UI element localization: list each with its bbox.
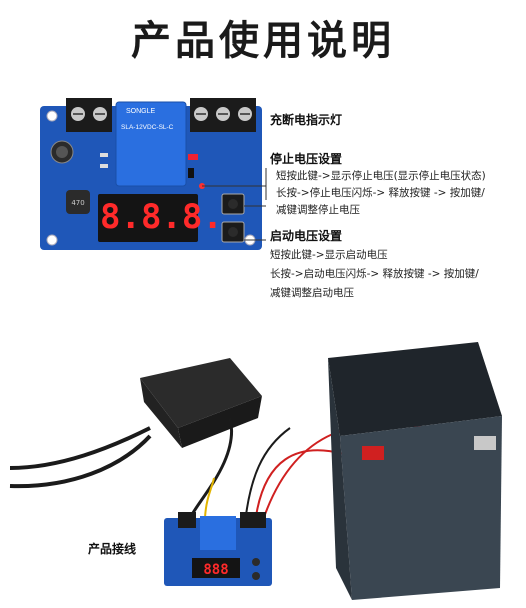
relay-model: SLA-12VDC-SL-C (121, 124, 174, 131)
start-voltage-line-1: 短按此键->显示启动电压 (270, 249, 388, 261)
indicator-label: 充断电指示灯 (270, 113, 343, 127)
svg-text:888: 888 (203, 562, 228, 578)
terminal-block-left (66, 98, 112, 132)
product-photo-top: 470 (40, 98, 262, 250)
start-voltage-line-2: 长按->启动电压闪烁-> 释放按键 -> 按加键/ (270, 268, 479, 280)
relay-brand: SONGLE (126, 108, 156, 115)
start-voltage-title: 启动电压设置 (270, 229, 343, 243)
svg-text:470: 470 (71, 199, 84, 207)
wired-board: 888 (164, 512, 272, 586)
start-voltage-line-3: 减键调整启动电压 (270, 287, 354, 299)
wiring-label: 产品接线 (88, 542, 137, 556)
wiring-photo: 888 (9, 342, 502, 600)
page-title: 产品使用说明 (131, 18, 395, 64)
stop-voltage-title: 停止电压设置 (270, 152, 343, 166)
stop-voltage-line-3: 减键调整停止电压 (276, 204, 360, 216)
power-adapter (9, 358, 262, 519)
terminal-block-right (190, 98, 256, 132)
battery (328, 342, 502, 600)
stop-voltage-line-1: 短按此键->显示停止电压(显示停止电压状态) (276, 170, 486, 182)
pointer-lines (202, 168, 267, 241)
stop-voltage-line-2: 长按->停止电压闪烁-> 释放按键 -> 按加键/ (276, 187, 485, 199)
